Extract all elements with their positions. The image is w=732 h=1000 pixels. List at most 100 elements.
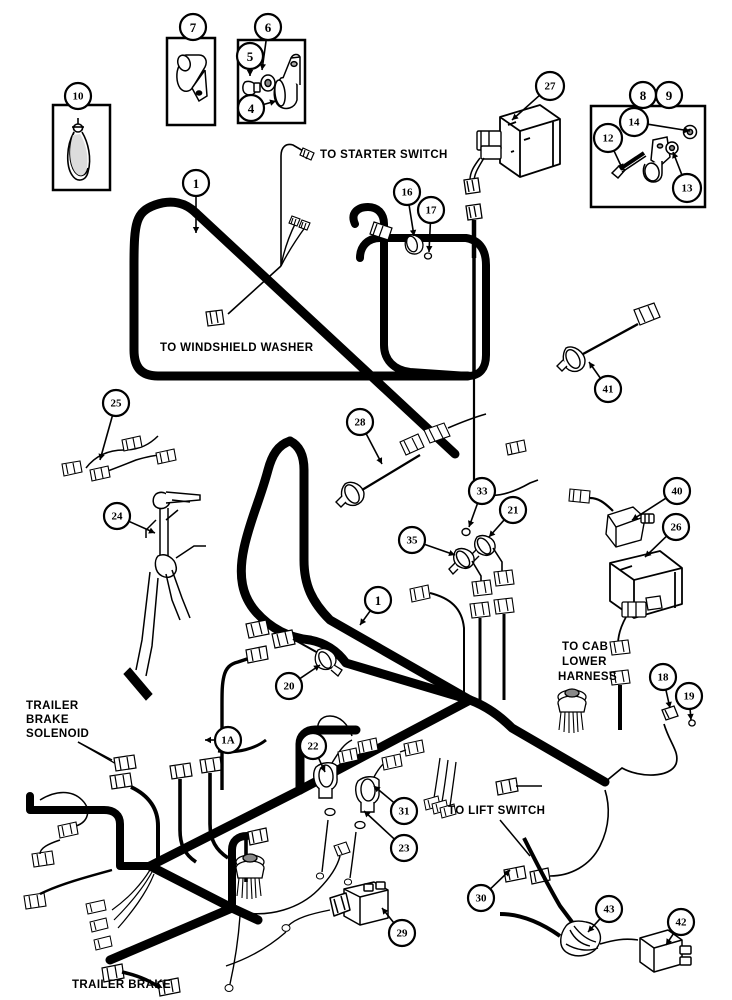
callout-bubble <box>397 525 427 555</box>
callout-number: 14 <box>629 117 641 129</box>
callout-number: 23 <box>399 843 411 855</box>
callout-6: 6 <box>253 12 283 71</box>
callout-number: 42 <box>676 917 688 929</box>
callout-arrowhead <box>448 550 455 557</box>
callout-bubble <box>389 796 419 826</box>
callout-bubble <box>213 725 243 755</box>
callout-1: 1 <box>359 585 393 626</box>
callout-bubble <box>63 81 93 111</box>
component-27-module <box>463 104 561 497</box>
callout-8: 8 <box>628 80 658 110</box>
connector-starter <box>299 147 315 161</box>
callout-number: 40 <box>672 486 684 498</box>
callout-41: 41 <box>588 361 623 404</box>
trailer-brake-fan-terminals <box>85 899 113 951</box>
callout-number: 22 <box>308 741 320 753</box>
callout-arrowhead <box>376 457 383 464</box>
callout-bubble <box>235 41 265 71</box>
callout-24: 24 <box>102 501 156 534</box>
callout-number: 1 <box>375 593 382 608</box>
callout-bubble <box>253 12 283 42</box>
callout-10: 10 <box>63 81 93 111</box>
main-harness-upper <box>129 197 490 459</box>
component-18-19 <box>661 705 696 727</box>
label-to-starter-switch: TO STARTER SWITCH <box>320 149 448 161</box>
callout-number: 24 <box>112 511 124 523</box>
callout-bubble <box>648 662 678 692</box>
label-trailer-brake: TRAILER BRAKE <box>72 979 171 991</box>
callout-bubble <box>387 918 417 948</box>
callout-bubble <box>102 501 132 531</box>
inset-box-7 <box>165 36 217 127</box>
callout-number: 28 <box>355 417 367 429</box>
callout-arrowhead <box>148 527 155 534</box>
callout-number: 13 <box>682 183 694 195</box>
callout-arrowhead <box>98 453 105 460</box>
callout-arrowhead <box>665 701 672 708</box>
callout-42: 42 <box>665 907 696 946</box>
callout-arrowhead <box>192 227 200 233</box>
component-31-switch <box>355 739 425 813</box>
callout-arrowhead <box>672 152 679 159</box>
terminal-right-junction <box>524 632 544 649</box>
callout-9: 9 <box>654 80 684 110</box>
top-wires-group <box>280 143 306 266</box>
callout-number: 20 <box>284 681 296 693</box>
lower-center-spigot-connector <box>235 827 269 900</box>
callout-17: 17 <box>416 195 446 253</box>
callout-number: 1 <box>193 176 200 191</box>
callout-30: 30 <box>466 869 511 913</box>
callout-arrowhead <box>589 362 596 369</box>
callout-bubble <box>618 106 650 138</box>
component-26-module <box>609 550 683 730</box>
callout-bubble <box>592 122 624 154</box>
callout-leader-line <box>363 810 395 840</box>
callout-number: 8 <box>640 88 647 103</box>
callout-number: 43 <box>604 904 616 916</box>
callout-arrowhead <box>617 163 624 170</box>
lower-23-wires <box>321 819 357 879</box>
callout-12: 12 <box>592 122 624 171</box>
main-harness-middle <box>236 436 475 705</box>
component-16-17 <box>404 234 433 260</box>
callout-number: 35 <box>407 535 419 547</box>
callout-arrowhead <box>468 520 475 527</box>
callout-arrowhead <box>503 870 510 877</box>
leader-trailer-brake-solenoid <box>77 741 113 761</box>
cab-lower-harness-connector <box>557 688 587 734</box>
callout-number: 7 <box>190 20 197 35</box>
callout-33: 33 <box>467 476 497 528</box>
component-21-switch <box>469 534 515 700</box>
callout-bubble <box>181 168 211 198</box>
callout-bubble <box>671 172 703 204</box>
callout-arrowhead <box>374 786 381 793</box>
lower-left-terminals <box>169 756 223 780</box>
component-25-pigtail <box>61 435 177 482</box>
component-41-sensor <box>556 302 661 373</box>
callout-number: 30 <box>476 893 488 905</box>
callout-22: 22 <box>298 731 328 773</box>
callout-23: 23 <box>363 810 419 863</box>
callout-16: 16 <box>392 177 422 237</box>
callout-arrowhead <box>246 70 254 76</box>
callout-bubble <box>594 894 624 924</box>
label-to-cab-lower-1: TO CAB <box>562 641 608 653</box>
callout-1: 1 <box>181 168 211 233</box>
connector-above-18 <box>616 660 636 677</box>
callout-number: 29 <box>397 928 409 940</box>
label-to-cab-lower-3: HARNESS <box>558 671 617 683</box>
callout-arrowhead <box>632 514 639 520</box>
callout-18: 18 <box>648 662 678 709</box>
lift-switch-wires <box>433 757 457 807</box>
component-35-switch <box>448 547 493 700</box>
callout-arrowhead <box>360 618 367 625</box>
callout-bubble <box>274 671 304 701</box>
component-40-relay <box>568 488 655 548</box>
leader-to-lift-switch <box>499 819 531 857</box>
callout-bubble <box>101 388 131 418</box>
callout-25: 25 <box>98 388 131 461</box>
callout-arrowhead <box>205 736 211 744</box>
